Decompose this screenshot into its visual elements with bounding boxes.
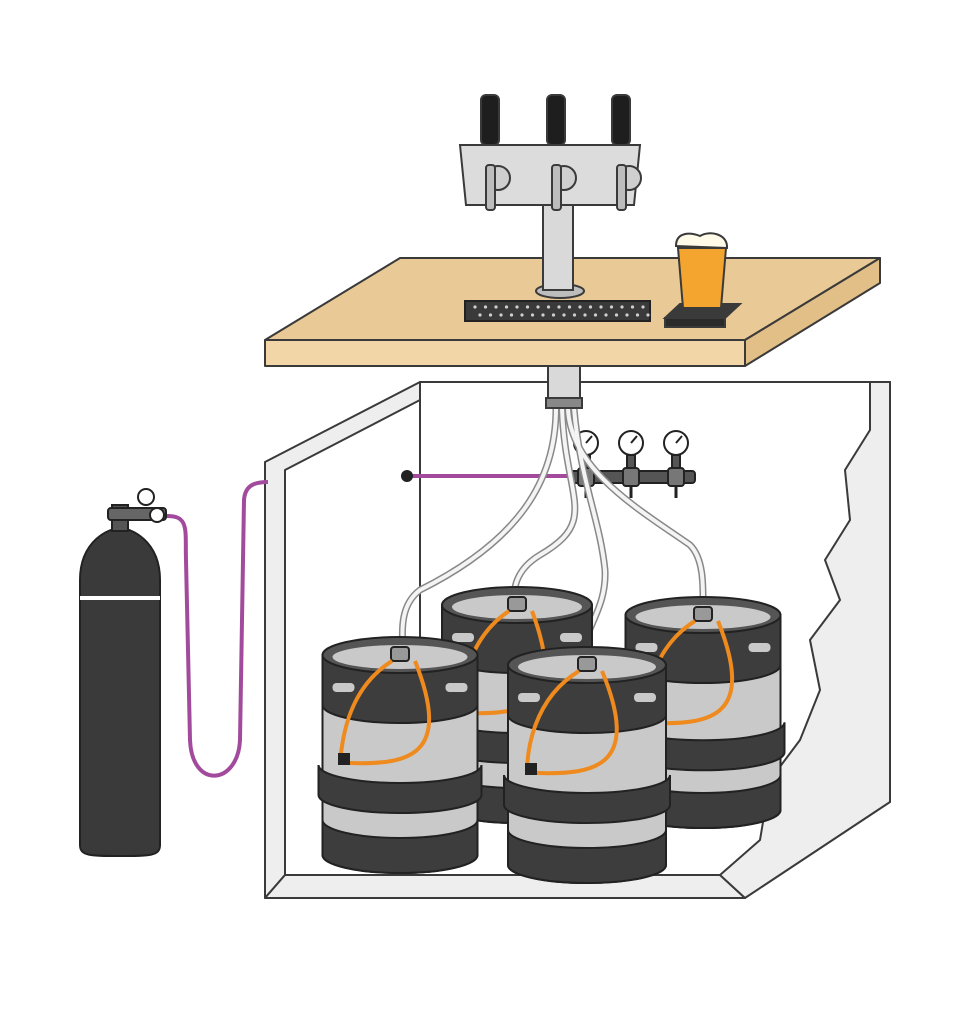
keg-coupler [577,656,597,672]
drip-tray-hole [488,313,493,317]
tap-handle [611,94,631,146]
gas-line-fitting [338,753,350,765]
keg-coupler [693,606,713,622]
countertop-side [744,257,881,367]
drip-tray-hole [520,313,524,317]
drip-tray-hole [646,313,650,317]
keg-bottom-skirt [507,829,667,884]
drip-tray [464,300,651,322]
regulator-gauge [149,507,165,523]
drip-tray-hole [546,305,551,309]
gauge-needle [630,435,638,444]
countertop [264,257,881,367]
keg-handle-hole [452,633,474,642]
keg-top-skirt [321,654,479,724]
drip-tray-hole [635,313,640,317]
keg-bottom-skirt [321,819,479,874]
drip-tray-hole [620,305,624,309]
keg-handle-hole [560,633,582,642]
drip-tray-hole [499,313,503,317]
tap-handle [546,94,566,146]
drip-tray-hole [494,305,498,309]
keg-coupler [507,596,527,612]
drip-tray-hole [625,313,629,317]
tap-handle [480,94,500,146]
drip-tray-hole [478,313,482,317]
keg-rolling-ring [503,774,671,824]
tower-head [458,144,642,206]
drip-tray-hole [509,313,514,317]
drip-tray-hole [604,313,608,317]
gas-shutoff-valve [622,467,640,487]
drip-tray-hole [567,305,572,309]
regulator-gauge [137,488,155,506]
pressure-gauge [618,430,644,498]
shank-coupling [545,397,583,409]
keg-handle-hole [518,693,540,702]
drip-tray-hole [572,313,577,317]
tap-spout [485,164,496,211]
wall-grommet [401,470,413,482]
drip-tray-hole [630,305,635,309]
tap-spout [551,164,562,211]
drip-tray-hole [599,305,603,309]
drip-tray-hole [588,305,593,309]
countertop-front [264,339,746,367]
tap-tower [458,94,642,299]
drip-tray-hole [536,305,540,309]
drip-tray-hole [525,305,530,309]
drip-tray-hole [483,305,488,309]
pressure-gauge [663,430,689,498]
gauge-needle [675,435,683,444]
cabinet-cutaway-wall [719,381,891,899]
drip-tray-hole [504,305,509,309]
drip-tray-hole [515,305,519,309]
drip-tray-hole [530,313,535,317]
drip-tray-hole [583,313,587,317]
beer-tap [611,94,642,211]
beer-tap [480,94,511,211]
gas-shutoff-valve [667,467,685,487]
co2-gas-line [164,480,269,778]
drip-tray-hole [609,305,614,309]
beer-tap [546,94,577,211]
beer-keg [503,646,671,884]
drip-tray-hole [562,313,566,317]
cabinet-floor [264,874,746,899]
gauge-needle [585,435,593,444]
keg-handle-hole [748,643,771,652]
keg-rolling-ring [317,764,483,814]
gas-line-fitting [525,763,537,775]
beer-keg [317,636,483,874]
keg-coupler [390,646,410,662]
keg-handle-hole [332,683,355,692]
keg-handle-hole [635,643,658,652]
drip-tray-hole [578,305,582,309]
drip-tray-hole [473,305,477,309]
drip-tray-hole [541,313,545,317]
drip-tray-hole [593,313,598,317]
keg-handle-hole [634,693,656,702]
keg-handle-hole [445,683,468,692]
co2-tank [79,488,167,857]
beer-glass [662,232,743,328]
tower-column [542,199,574,291]
keg-top-skirt [507,664,667,734]
drip-tray-hole [551,313,556,317]
beer-line [400,406,558,652]
tap-spout [616,164,627,211]
beer-line [512,406,577,610]
drip-tray-hole [557,305,561,309]
drip-tray-hole [641,305,645,309]
drip-tray-hole [614,313,619,317]
